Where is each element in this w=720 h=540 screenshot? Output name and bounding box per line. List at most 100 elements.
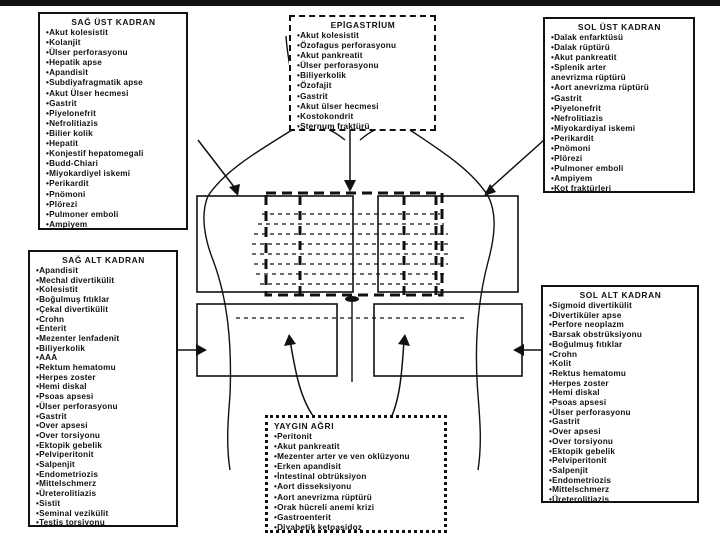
condition-item: •Gastrit bbox=[551, 93, 582, 103]
condition-item: •Barsak obstrüksiyonu bbox=[549, 330, 643, 340]
diffuse-pain-box: YAYGIN AĞRI •Peritonit•Akut pankreatit•M… bbox=[265, 415, 447, 533]
diffuse-pain-title: YAYGIN AĞRI bbox=[274, 421, 335, 431]
condition-item: •Crohn bbox=[36, 314, 65, 324]
condition-item: •Subdiyafragmatik apse bbox=[46, 78, 143, 88]
lower-right-region-frame bbox=[196, 303, 338, 377]
condition-item: •AAA bbox=[36, 353, 58, 363]
condition-item: •Konjestif hepatomegali bbox=[46, 149, 144, 159]
torso-outline-left bbox=[203, 35, 296, 471]
condition-item: •Pulmoner emboli bbox=[551, 164, 624, 174]
condition-item: •Mittelschmerz bbox=[549, 485, 610, 495]
condition-item: •Psoas apsesi bbox=[36, 392, 94, 402]
left-upper-quadrant-title: SOL ÜST KADRAN bbox=[577, 22, 662, 32]
epigastrium-box: EPİGASTRİUM •Akut kolesistit•Özofagus pe… bbox=[289, 15, 436, 131]
condition-item: •Nefrolitiazis bbox=[551, 113, 604, 123]
condition-item: •Gastrit bbox=[46, 98, 77, 108]
condition-item: •Ektopik gebelik bbox=[549, 446, 616, 456]
condition-item: •Rektus hematomu bbox=[549, 368, 627, 378]
condition-item: •Akut kolesistit bbox=[46, 28, 109, 37]
condition-item: •Enterit bbox=[36, 324, 67, 334]
condition-item: •Boğulmuş fıtıklar bbox=[549, 339, 623, 349]
condition-item: •Pelviperitonit bbox=[549, 456, 607, 466]
condition-item: •Piyelonefrit bbox=[46, 108, 97, 118]
condition-item: •Akut pankreatit bbox=[297, 51, 363, 61]
condition-item: •Ampiyem bbox=[46, 219, 88, 229]
condition-item: •Akut pankreatit bbox=[274, 442, 340, 452]
top-border-bar bbox=[0, 0, 720, 6]
condition-item: •Gastroenterit bbox=[274, 512, 332, 522]
condition-item: •Hemi diskal bbox=[549, 388, 600, 398]
epigastrium-list: •Akut kolesistit•Özofagus perforasyonu•A… bbox=[297, 31, 429, 131]
condition-item: •Diyabetik ketoasidoz bbox=[274, 522, 363, 532]
condition-item: •Miyokardiyel iskemi bbox=[46, 169, 131, 179]
condition-item: •Mezenter arter ve ven oklüzyonu bbox=[274, 452, 410, 462]
condition-item: •Over torsiyonu bbox=[36, 430, 101, 440]
condition-item: •Splenik arter bbox=[551, 63, 607, 73]
condition-item: •Mechal divertikülit bbox=[36, 275, 115, 285]
diffuse-pain-list: •Peritonit•Akut pankreatit•Mezenter arte… bbox=[274, 432, 439, 532]
condition-item: •Kolanjit bbox=[46, 38, 81, 48]
condition-item: •Herpes zoster bbox=[549, 378, 609, 388]
arrow-diffuse-left bbox=[289, 339, 317, 421]
left-upper-quadrant-list: •Dalak enfarktüsü•Dalak rüptürü•Akut pan… bbox=[551, 33, 688, 193]
left-lower-quadrant-title: SOL ALT KADRAN bbox=[579, 290, 662, 300]
condition-item: •Endometriozis bbox=[36, 469, 99, 479]
arrow-diffuse-right bbox=[389, 339, 405, 421]
condition-item: •Ülser perforasyonu bbox=[297, 61, 379, 71]
epigastrium-title: EPİGASTRİUM bbox=[330, 20, 396, 30]
condition-item: •Endometriozis bbox=[549, 475, 612, 485]
condition-item: •Kot fraktürleri bbox=[551, 184, 612, 193]
upper-right-region-frame bbox=[196, 195, 354, 293]
condition-item: •Kolit bbox=[549, 359, 572, 369]
condition-item: •Herpes zoster bbox=[36, 372, 96, 382]
left-lower-quadrant-list: •Sigmoid divertikülit•Divertiküler apse•… bbox=[549, 301, 692, 503]
condition-item: •Rektum hematomu bbox=[36, 363, 116, 373]
condition-item: •Pnömoni bbox=[551, 144, 591, 154]
condition-item: •Hepatik apse bbox=[46, 58, 102, 68]
umbilicus-mark bbox=[345, 296, 359, 302]
condition-item: •Hepatit bbox=[46, 139, 79, 149]
condition-item: •Sternum fraktürü bbox=[297, 121, 370, 131]
condition-item: •Üreterolitiazis bbox=[549, 495, 610, 503]
condition-item: •Perfore neoplazm bbox=[549, 320, 624, 330]
condition-item: •Bilier kolik bbox=[46, 128, 93, 138]
upper-left-region-frame bbox=[377, 195, 519, 293]
condition-item: •Pelviperitonit bbox=[36, 450, 94, 460]
condition-item: •Biliyerkolik bbox=[297, 71, 347, 81]
condition-item: •Peritonit bbox=[274, 432, 313, 441]
left-upper-quadrant-box: SOL ÜST KADRAN •Dalak enfarktüsü•Dalak r… bbox=[543, 17, 695, 193]
condition-item: •Boğulmuş fıtıklar bbox=[36, 295, 110, 305]
condition-item: •Gastrit bbox=[549, 417, 580, 427]
condition-item: •Ektopik gebelik bbox=[36, 440, 103, 450]
condition-item: •Seminal vezikülit bbox=[36, 508, 109, 518]
condition-item: •Divertiküler apse bbox=[549, 310, 622, 320]
condition-item: •Aort anevrizma rüptürü bbox=[551, 83, 649, 93]
condition-item: anevrizma rüptürü bbox=[551, 73, 626, 83]
right-lower-quadrant-title: SAĞ ALT KADRAN bbox=[62, 255, 145, 265]
condition-item: •Sistit bbox=[36, 498, 61, 508]
condition-item: •Psoas apsesi bbox=[549, 398, 607, 408]
condition-item: •Piyelonefrit bbox=[551, 103, 602, 113]
right-lower-quadrant-list: •Apandisit•Mechal divertikülit•Kolesisti… bbox=[36, 266, 171, 525]
condition-item: •Ülser perforasyonu bbox=[36, 401, 118, 411]
condition-item: •Akut kolesistit bbox=[297, 31, 360, 40]
condition-item: •Miyokardiyal iskemi bbox=[551, 123, 636, 133]
condition-item: •Over torsiyonu bbox=[549, 436, 614, 446]
condition-item: •Aort disseksiyonu bbox=[274, 482, 352, 492]
condition-item: •Perikardit bbox=[551, 133, 594, 143]
condition-item: •Over apsesi bbox=[36, 421, 88, 431]
condition-item: •Gastrit bbox=[36, 411, 67, 421]
condition-item: •Dalak enfarktüsü bbox=[551, 33, 624, 42]
right-upper-quadrant-box: SAĞ ÜST KADRAN •Akut kolesistit•Kolanjit… bbox=[38, 12, 188, 230]
condition-item: •İntestinal obtrüksiyon bbox=[274, 472, 367, 482]
condition-item: •Ampiyem bbox=[551, 174, 593, 184]
condition-item: •Crohn bbox=[549, 349, 578, 359]
condition-item: •Biliyerkolik bbox=[36, 343, 86, 353]
condition-item: •Kolesistit bbox=[36, 285, 78, 295]
condition-item: •Plörezi bbox=[46, 199, 78, 209]
condition-item: •Salpenjit bbox=[549, 465, 588, 475]
right-upper-quadrant-list: •Akut kolesistit•Kolanjit•Ülser perforas… bbox=[46, 28, 181, 229]
arrow-right-upper bbox=[197, 139, 239, 193]
abdominal-grid-lines bbox=[236, 213, 464, 319]
